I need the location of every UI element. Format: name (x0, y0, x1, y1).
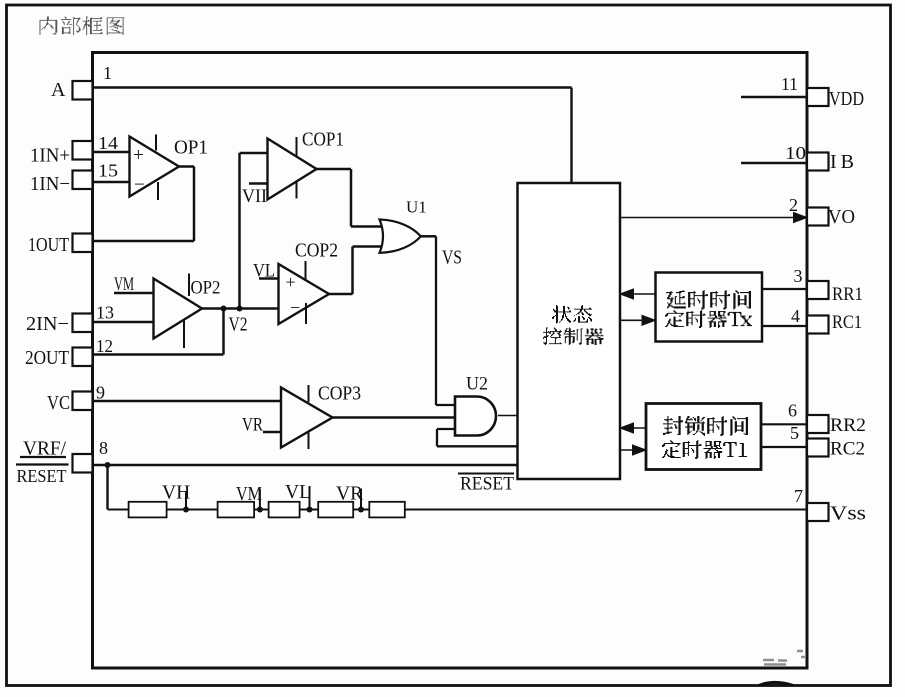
svg-text:2IN−: 2IN− (26, 313, 69, 335)
svg-text:15: 15 (98, 161, 118, 181)
svg-text:VO: VO (828, 206, 855, 228)
svg-text:1IN+: 1IN+ (30, 145, 70, 167)
svg-text:2OUT: 2OUT (25, 347, 69, 369)
svg-text:−: − (290, 298, 300, 318)
svg-text:OP2: OP2 (191, 278, 221, 299)
svg-text:COP1: COP1 (302, 129, 344, 151)
svg-text:+: + (286, 272, 296, 292)
svg-text:13: 13 (96, 303, 114, 323)
svg-text:RR2: RR2 (830, 415, 866, 436)
svg-text:1OUT: 1OUT (28, 234, 69, 256)
svg-text:2: 2 (789, 195, 798, 215)
svg-text:5: 5 (790, 423, 799, 443)
svg-text:VII: VII (242, 186, 267, 207)
svg-text:9: 9 (96, 383, 105, 403)
svg-text:14: 14 (98, 133, 118, 153)
svg-text:VR: VR (242, 415, 263, 436)
svg-text:RC1: RC1 (832, 313, 862, 333)
svg-text:VS: VS (442, 247, 462, 269)
svg-text:11: 11 (781, 74, 798, 94)
svg-text:RC2: RC2 (830, 439, 865, 460)
svg-text:VRF/: VRF/ (23, 438, 66, 460)
svg-text:RR1: RR1 (832, 285, 863, 305)
svg-text:1IN−: 1IN− (30, 173, 70, 195)
svg-text:10: 10 (785, 143, 806, 163)
svg-text:VR: VR (336, 484, 363, 505)
svg-text:3: 3 (794, 266, 803, 286)
svg-text:8: 8 (99, 438, 108, 458)
svg-text:VM: VM (114, 274, 134, 295)
svg-text:12: 12 (96, 336, 113, 356)
svg-text:VC: VC (47, 392, 70, 414)
svg-text:VL: VL (285, 482, 311, 503)
svg-text:RESET: RESET (460, 475, 514, 495)
svg-text:Vss: Vss (830, 503, 866, 525)
svg-text:1: 1 (103, 63, 112, 83)
svg-text:COP3: COP3 (318, 383, 361, 405)
svg-text:COP2: COP2 (295, 240, 338, 262)
svg-text:4: 4 (791, 306, 800, 326)
svg-text:V2: V2 (229, 314, 248, 336)
svg-text:7: 7 (794, 486, 803, 506)
svg-text:VDD: VDD (829, 88, 864, 110)
svg-text:A: A (51, 79, 66, 101)
svg-text:OP1: OP1 (174, 137, 208, 159)
svg-text:+: + (133, 145, 144, 166)
svg-text:6: 6 (788, 401, 797, 421)
svg-text:VH: VH (162, 483, 190, 504)
svg-text:VL: VL (253, 261, 275, 282)
svg-text:VM: VM (236, 484, 262, 505)
svg-text:U1: U1 (406, 198, 427, 217)
svg-text:IB: IB (830, 151, 858, 173)
svg-text:−: − (134, 175, 145, 196)
svg-text:U2: U2 (466, 374, 488, 395)
svg-text:RESET: RESET (17, 466, 67, 486)
